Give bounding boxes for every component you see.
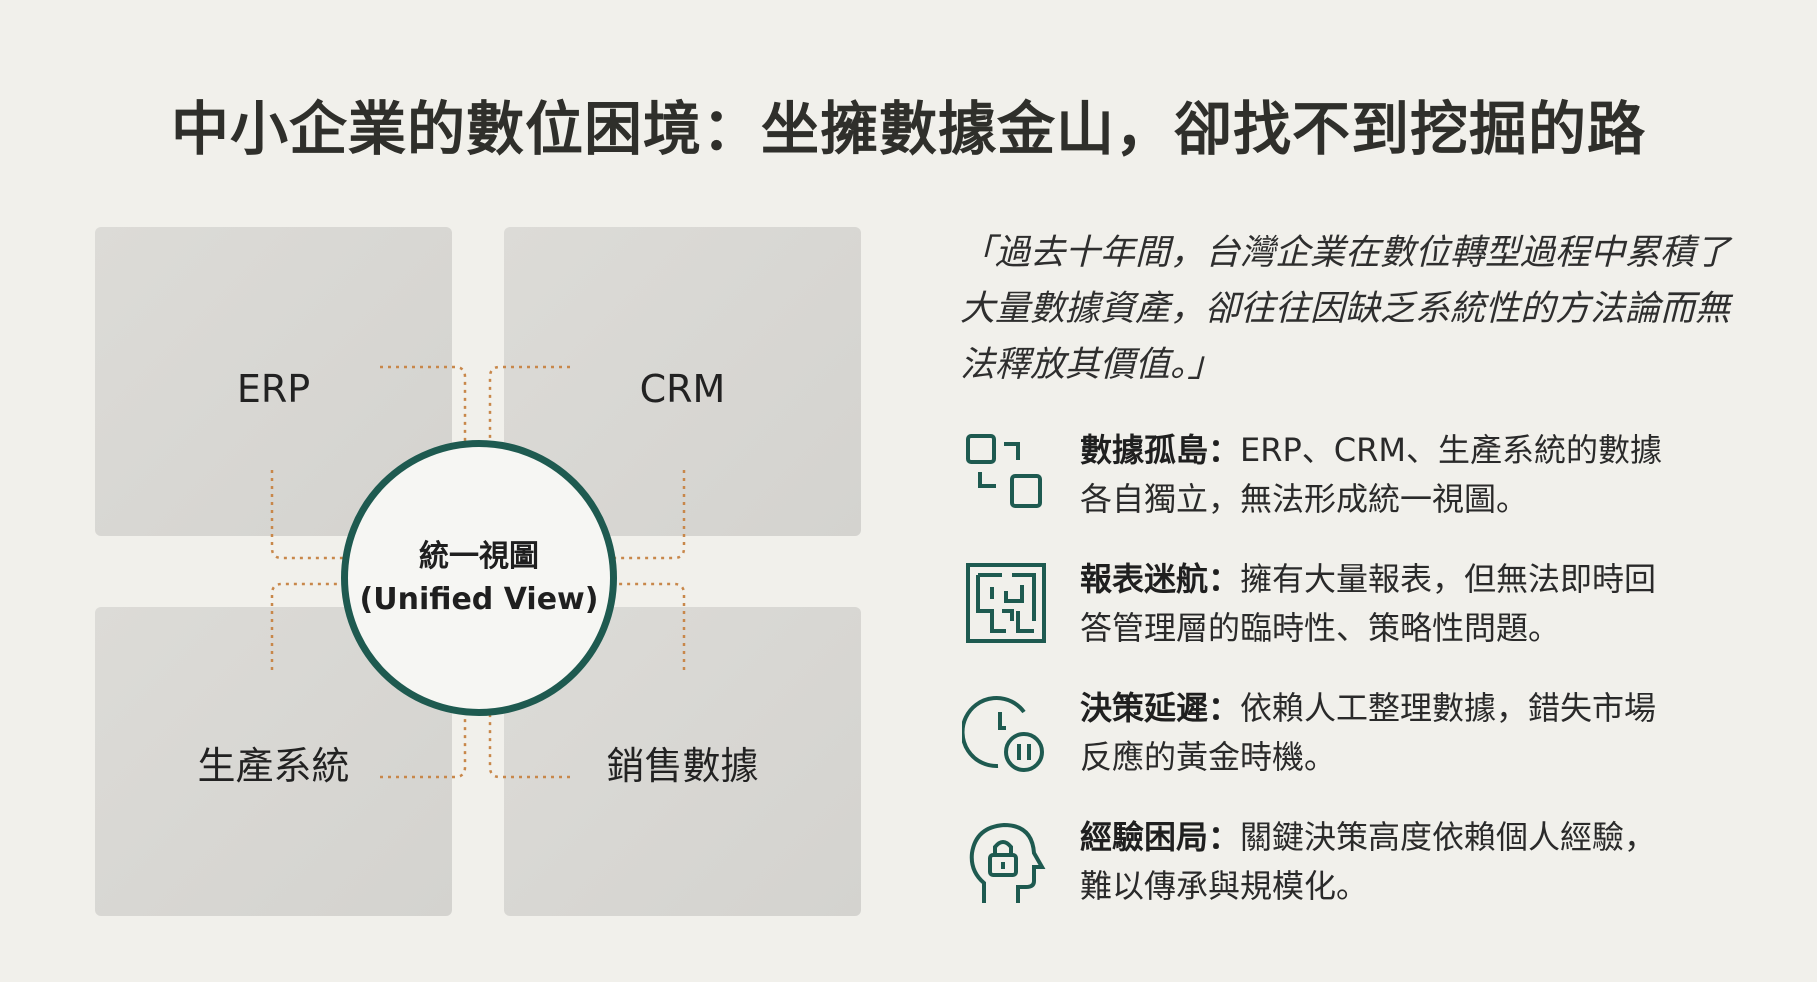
item-text: 關鍵決策高度依賴個人經驗，難以傳承與規模化。 xyxy=(1080,818,1657,905)
list-item-report-maze: 報表迷航：擁有大量報表，但無法即時回答管理層的臨時性、策略性問題。 xyxy=(962,560,1762,671)
connector-line xyxy=(270,582,345,670)
list-item-data-silo: 數據孤島：ERP、CRM、生產系統的數據各自獨立，無法形成統一視圖。 xyxy=(962,431,1762,542)
item-text: ERP、CRM、生產系統的數據各自獨立，無法形成統一視圖。 xyxy=(1080,431,1662,518)
list-item-experience-trap: 經驗困局：關鍵決策高度依賴個人經驗，難以傳承與規模化。 xyxy=(962,818,1762,929)
unified-view-hub: 統一視圖 (Unified View) xyxy=(341,440,617,716)
item-text: 依賴人工整理數據，錯失市場反應的黃金時機。 xyxy=(1080,689,1657,776)
box-label: CRM xyxy=(639,367,726,411)
clock-pause-icon xyxy=(962,696,1044,772)
hub-subtitle: (Unified View) xyxy=(359,582,599,617)
item-label: 經驗困局： xyxy=(1080,818,1241,856)
page-title: 中小企業的數位困境：坐擁數據金山，卻找不到挖掘的路 xyxy=(170,95,1646,163)
box-label: ERP xyxy=(236,367,311,411)
item-label: 報表迷航： xyxy=(1080,560,1241,598)
quote-text: 「過去十年間，台灣企業在數位轉型過程中累積了大量數據資產，卻往往因缺乏系統性的方… xyxy=(960,233,1731,385)
box-label: 生產系統 xyxy=(197,744,350,788)
maze-icon xyxy=(966,563,1046,643)
connector-line xyxy=(610,582,686,670)
item-text: 擁有大量報表，但無法即時回答管理層的臨時性、策略性問題。 xyxy=(1080,560,1657,647)
production-system-box: 生產系統 xyxy=(95,607,452,916)
list-item-decision-delay: 決策延遲：依賴人工整理數據，錯失市場反應的黃金時機。 xyxy=(962,689,1762,800)
connector-line xyxy=(488,365,570,450)
connector-line xyxy=(380,365,467,450)
item-label: 決策延遲： xyxy=(1080,689,1241,727)
head-lock-icon xyxy=(969,822,1046,903)
box-label: 銷售數據 xyxy=(606,744,759,788)
connector-line xyxy=(270,470,345,560)
hub-title: 統一視圖 xyxy=(419,538,539,574)
data-silo-icon xyxy=(966,434,1042,508)
item-label: 數據孤島： xyxy=(1080,431,1241,469)
connector-line xyxy=(610,470,686,560)
